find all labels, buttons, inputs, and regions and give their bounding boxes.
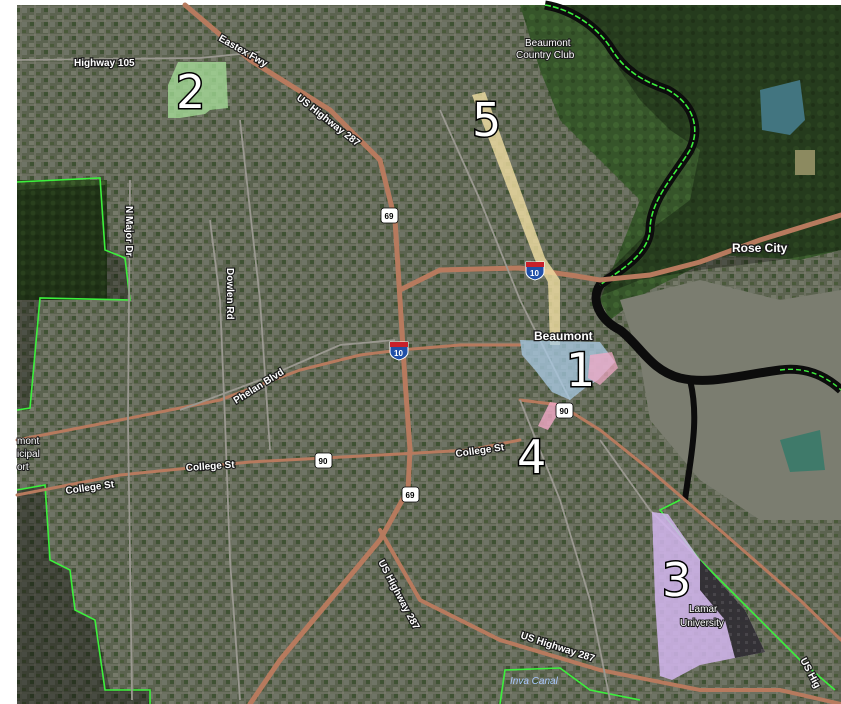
us90-shield-number-east: 90 — [560, 407, 569, 416]
interstate-10-west — [15, 343, 522, 442]
us-90-shield-west: 90 — [314, 452, 333, 469]
city-boundary-south — [499, 667, 641, 704]
college-st-label-2: College St — [185, 460, 235, 474]
outside-mask-east — [560, 5, 841, 300]
us90-shield-number-west: 90 — [319, 457, 328, 466]
interstate-10-shield-west: 10 — [389, 341, 409, 361]
i10-shield-number-west: 10 — [394, 349, 403, 358]
n-major-dr-label: N Major Dr — [123, 206, 134, 257]
airport-label-line1: mont — [17, 436, 39, 447]
pond-3 — [795, 150, 815, 175]
interstate-10-shield-north: 10 — [525, 261, 545, 281]
airport-label-line3: ort — [17, 462, 29, 473]
outside-mask-northwest — [17, 185, 130, 410]
country-club-label-line1: Beaumont — [525, 38, 571, 49]
us69-shield-number-north: 69 — [385, 212, 394, 221]
zone-5-area[interactable] — [472, 92, 560, 345]
zone-5-number: 5 — [472, 93, 501, 147]
interstate-10-north — [397, 212, 841, 293]
city-boundary-west — [16, 177, 131, 411]
city-boundary-southeast — [658, 499, 836, 691]
river-south-branch — [682, 379, 698, 501]
zone-3-number: 3 — [662, 553, 691, 607]
zone-2-number: 2 — [176, 65, 205, 119]
forest-west — [17, 180, 107, 300]
us-90-shield-east: 90 — [555, 402, 574, 419]
country-club-label-line2: Country Club — [516, 50, 575, 61]
outside-mask-southwest — [17, 485, 150, 704]
pond-1 — [760, 80, 805, 135]
inva-canal-label: Inva Canal — [510, 676, 559, 687]
city-boundary-north — [544, 4, 696, 286]
i10-shield-number-north: 10 — [530, 269, 539, 278]
lamar-label-line2: University — [680, 618, 724, 629]
highway-105-label: Highway 105 — [74, 58, 135, 69]
zone-2-area[interactable] — [168, 62, 228, 118]
lamar-campus-dark — [700, 560, 765, 658]
industrial-area — [620, 280, 841, 520]
pond-2 — [780, 430, 825, 472]
highway-network — [15, 2, 841, 704]
airport-label-line2: icipal — [17, 449, 40, 460]
dowlen-rd-label: Dowlen Rd — [224, 268, 235, 320]
us-69-highway — [182, 2, 413, 704]
city-boundary-southwest — [16, 484, 151, 704]
lamar-label-line1: Lamar — [689, 604, 718, 615]
us69-shield-number-south: 69 — [406, 491, 415, 500]
zone-1-number: 1 — [566, 343, 595, 397]
rose-city-label: Rose City — [732, 241, 788, 255]
us-287-south — [378, 528, 841, 704]
us-69-shield-south: 69 — [401, 486, 420, 503]
us-69-shield-north: 69 — [380, 207, 399, 224]
zone-4-number: 4 — [517, 430, 546, 484]
zone-1-pink-extension[interactable] — [588, 352, 618, 385]
beaumont-label: Beaumont — [534, 329, 593, 343]
